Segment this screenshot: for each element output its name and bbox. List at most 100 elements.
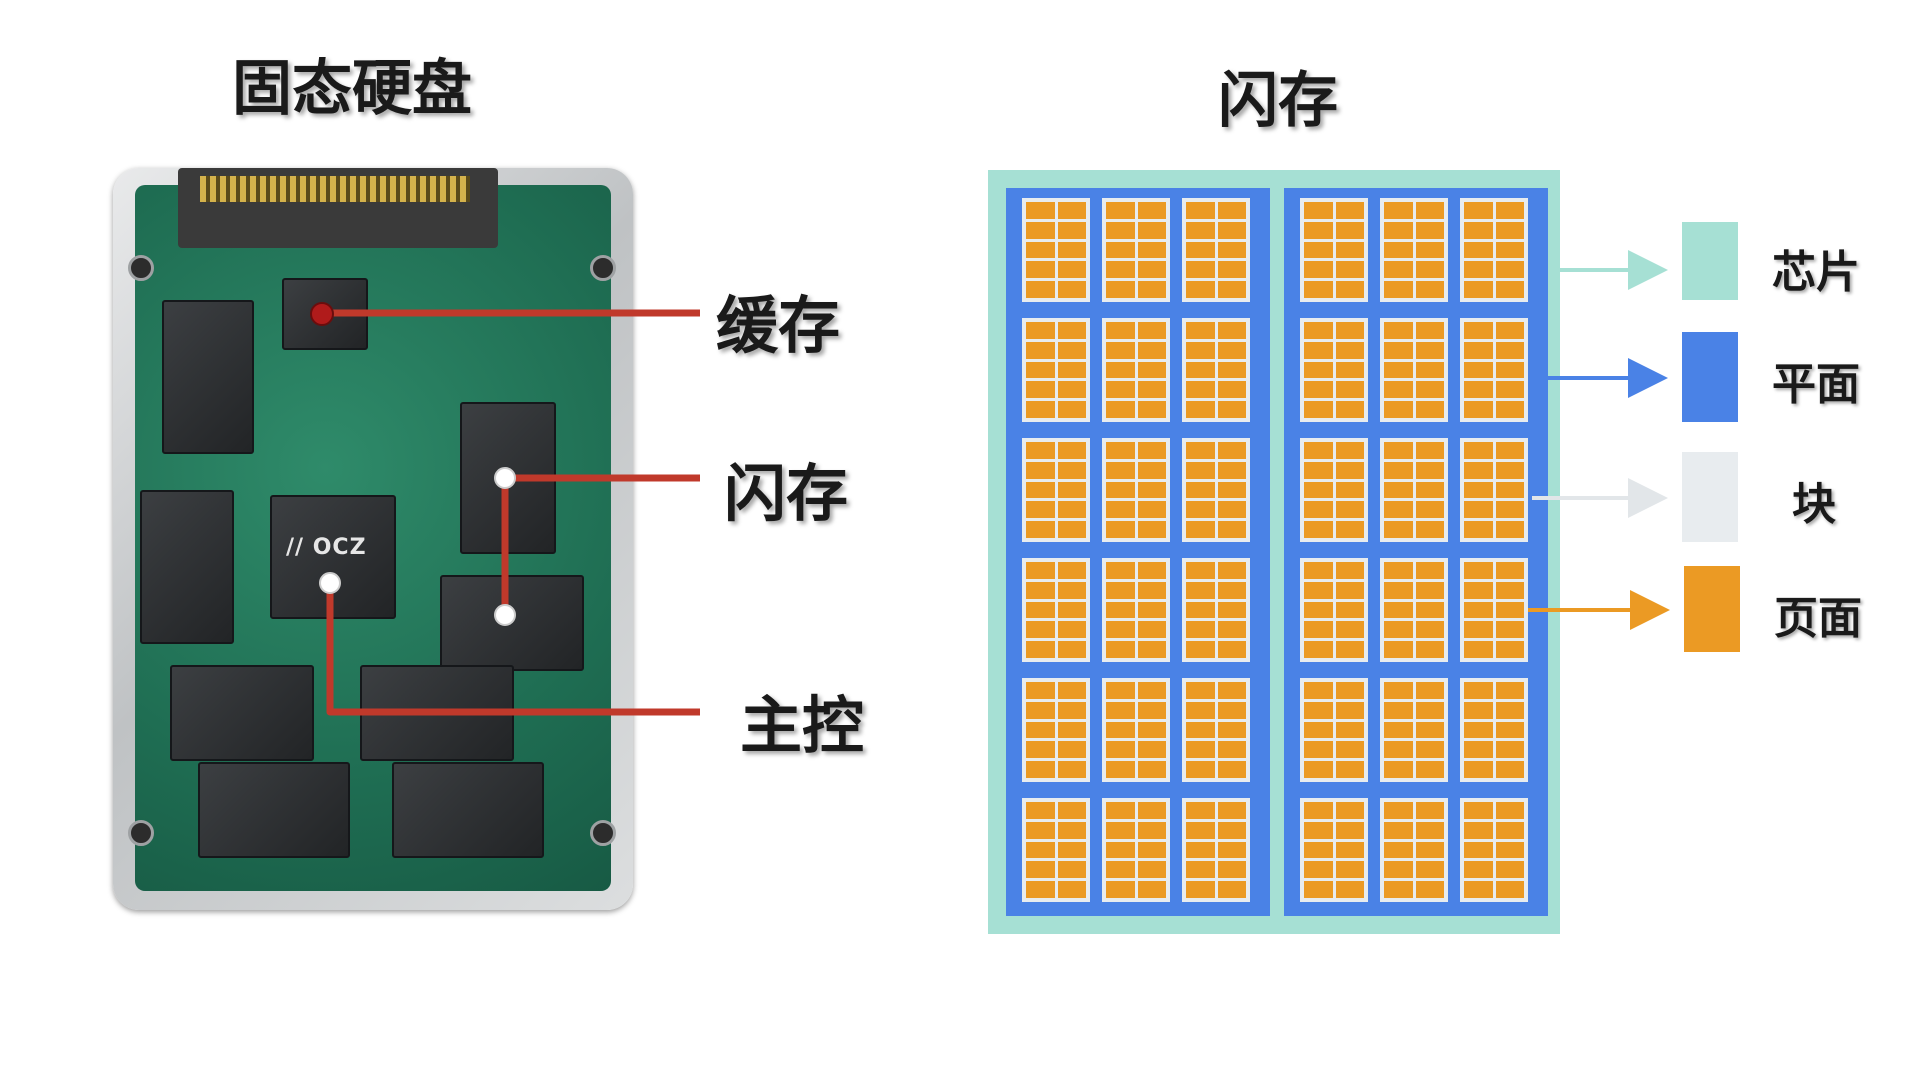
flash-page xyxy=(1384,381,1413,399)
flash-page xyxy=(1106,621,1135,639)
flash-page xyxy=(1415,401,1444,418)
flash-page xyxy=(1495,221,1524,239)
flash-page xyxy=(1464,261,1493,279)
flash-page xyxy=(1384,562,1413,579)
flash-page xyxy=(1217,621,1246,639)
flash-page xyxy=(1137,601,1166,619)
flash-page xyxy=(1186,202,1215,219)
flash-block xyxy=(1380,798,1448,902)
flash-chip-left-mid xyxy=(140,490,234,644)
flash-page xyxy=(1106,821,1135,839)
flash-page xyxy=(1057,521,1086,538)
legend-label-plane: 平面 xyxy=(1772,359,1860,410)
flash-page xyxy=(1495,361,1524,379)
flash-page xyxy=(1415,381,1444,399)
flash-block xyxy=(1460,678,1528,782)
flash-block xyxy=(1300,558,1368,662)
flash-page xyxy=(1137,261,1166,279)
flash-page xyxy=(1057,581,1086,599)
flash-page xyxy=(1026,442,1055,459)
flash-page xyxy=(1384,322,1413,339)
flash-page xyxy=(1186,442,1215,459)
flash-page xyxy=(1335,221,1364,239)
flash-page xyxy=(1137,881,1166,898)
flash-page xyxy=(1304,721,1333,739)
legend-label-chip: 芯片 xyxy=(1772,247,1860,298)
flash-page xyxy=(1026,202,1055,219)
flash-page xyxy=(1186,581,1215,599)
flash-block xyxy=(1460,198,1528,302)
flash-page xyxy=(1026,821,1055,839)
legend-swatch-block xyxy=(1682,452,1738,542)
flash-page xyxy=(1057,221,1086,239)
flash-page xyxy=(1106,322,1135,339)
flash-page xyxy=(1304,802,1333,819)
flash-page xyxy=(1335,521,1364,538)
legend-label-page: 页面 xyxy=(1774,593,1862,644)
flash-page xyxy=(1106,361,1135,379)
flash-page xyxy=(1384,581,1413,599)
flash-page xyxy=(1057,341,1086,359)
flash-page xyxy=(1464,841,1493,859)
flash-page xyxy=(1186,381,1215,399)
flash-page xyxy=(1106,721,1135,739)
flash-page xyxy=(1217,521,1246,538)
legend-swatch-page xyxy=(1684,566,1740,652)
flash-page xyxy=(1057,202,1086,219)
flash-page xyxy=(1186,802,1215,819)
flash-page xyxy=(1057,802,1086,819)
flash-page xyxy=(1304,841,1333,859)
flash-page xyxy=(1217,361,1246,379)
flash-page xyxy=(1384,682,1413,699)
flash-page xyxy=(1137,361,1166,379)
flash-page xyxy=(1217,861,1246,879)
flash-chip-bottom-right-2 xyxy=(392,762,544,858)
flash-block xyxy=(1102,438,1170,542)
flash-page xyxy=(1106,741,1135,759)
flash-page xyxy=(1335,501,1364,519)
flash-chip-bottom-left-2 xyxy=(198,762,350,858)
flash-page xyxy=(1384,361,1413,379)
flash-page xyxy=(1384,501,1413,519)
flash-page xyxy=(1415,241,1444,259)
flash-page xyxy=(1137,202,1166,219)
flash-page xyxy=(1217,281,1246,298)
flash-page xyxy=(1304,581,1333,599)
flash-page xyxy=(1384,761,1413,778)
flash-page xyxy=(1415,841,1444,859)
flash-page xyxy=(1137,802,1166,819)
flash-page xyxy=(1057,601,1086,619)
flash-page xyxy=(1464,741,1493,759)
flash-page xyxy=(1415,261,1444,279)
flash-page xyxy=(1026,861,1055,879)
flash-page xyxy=(1415,682,1444,699)
flash-page xyxy=(1217,841,1246,859)
flash-page xyxy=(1335,202,1364,219)
screw-icon xyxy=(128,255,154,281)
flash-page xyxy=(1335,881,1364,898)
flash-page xyxy=(1186,821,1215,839)
flash-page xyxy=(1335,861,1364,879)
flash-page xyxy=(1384,701,1413,719)
flash-page xyxy=(1217,221,1246,239)
flash-block xyxy=(1460,438,1528,542)
controller-label: 主控 xyxy=(740,689,865,762)
flash-page xyxy=(1217,802,1246,819)
flash-page xyxy=(1106,221,1135,239)
flash-page xyxy=(1106,241,1135,259)
flash-page xyxy=(1026,721,1055,739)
flash-page xyxy=(1495,481,1524,499)
flash-page xyxy=(1106,701,1135,719)
flash-page xyxy=(1415,562,1444,579)
flash-page xyxy=(1057,721,1086,739)
flash-page xyxy=(1304,521,1333,538)
flash-page xyxy=(1495,581,1524,599)
flash-page xyxy=(1495,341,1524,359)
flash-page xyxy=(1495,442,1524,459)
flash-page xyxy=(1186,861,1215,879)
flash-page xyxy=(1384,461,1413,479)
flash-page xyxy=(1495,682,1524,699)
flash-page xyxy=(1335,581,1364,599)
flash-page xyxy=(1106,861,1135,879)
flash-page xyxy=(1415,601,1444,619)
